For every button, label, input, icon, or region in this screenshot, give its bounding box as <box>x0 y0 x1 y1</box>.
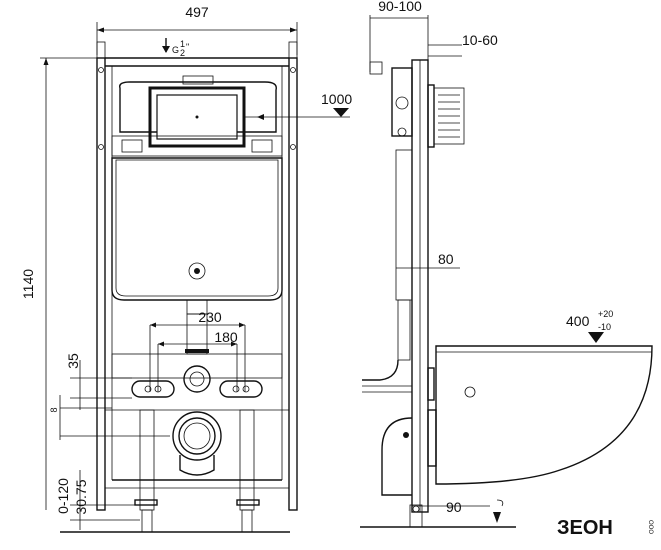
bowl-tolerance-plus: +20 <box>598 309 613 319</box>
inlet-suffix: " <box>186 42 189 52</box>
bowl-height-label: 400 <box>566 313 590 329</box>
inlet-fraction-den: 2 <box>180 48 185 58</box>
button-height-label: 35 <box>65 353 81 369</box>
mount-marker-label: 8 <box>49 407 59 412</box>
foot-offset-label: 30.75 <box>73 479 89 514</box>
inlet-fraction-num: 1 <box>180 39 185 49</box>
inlet-symbol: G 1 2 " <box>162 38 189 58</box>
frame-height-label: 1140 <box>20 269 36 299</box>
frame-width-label: 497 <box>185 4 209 20</box>
inlet-label: G <box>172 45 179 55</box>
bowl-tolerance-minus: -10 <box>598 322 611 332</box>
foot-adjust-label: 0-120 <box>55 478 71 514</box>
frame-depth-label: 90-100 <box>378 0 422 14</box>
side-view: 90-100 10-60 80 <box>360 0 653 528</box>
buttons-inner-label: 180 <box>214 329 238 345</box>
valve-height-label: 1000 <box>321 91 352 107</box>
wall-thickness-label: 10-60 <box>462 32 498 48</box>
buttons-outer-label: 230 <box>198 309 222 325</box>
logo-tag: ООО <box>647 520 653 534</box>
brand-logo: ЗЕОН ООО <box>557 517 653 539</box>
front-view: 497 G 1 2 " <box>20 4 352 533</box>
connection-height-label: 80 <box>438 251 454 267</box>
bowl-depth-label: 90 <box>446 499 462 515</box>
logo-text: ЗЕОН <box>557 517 613 539</box>
